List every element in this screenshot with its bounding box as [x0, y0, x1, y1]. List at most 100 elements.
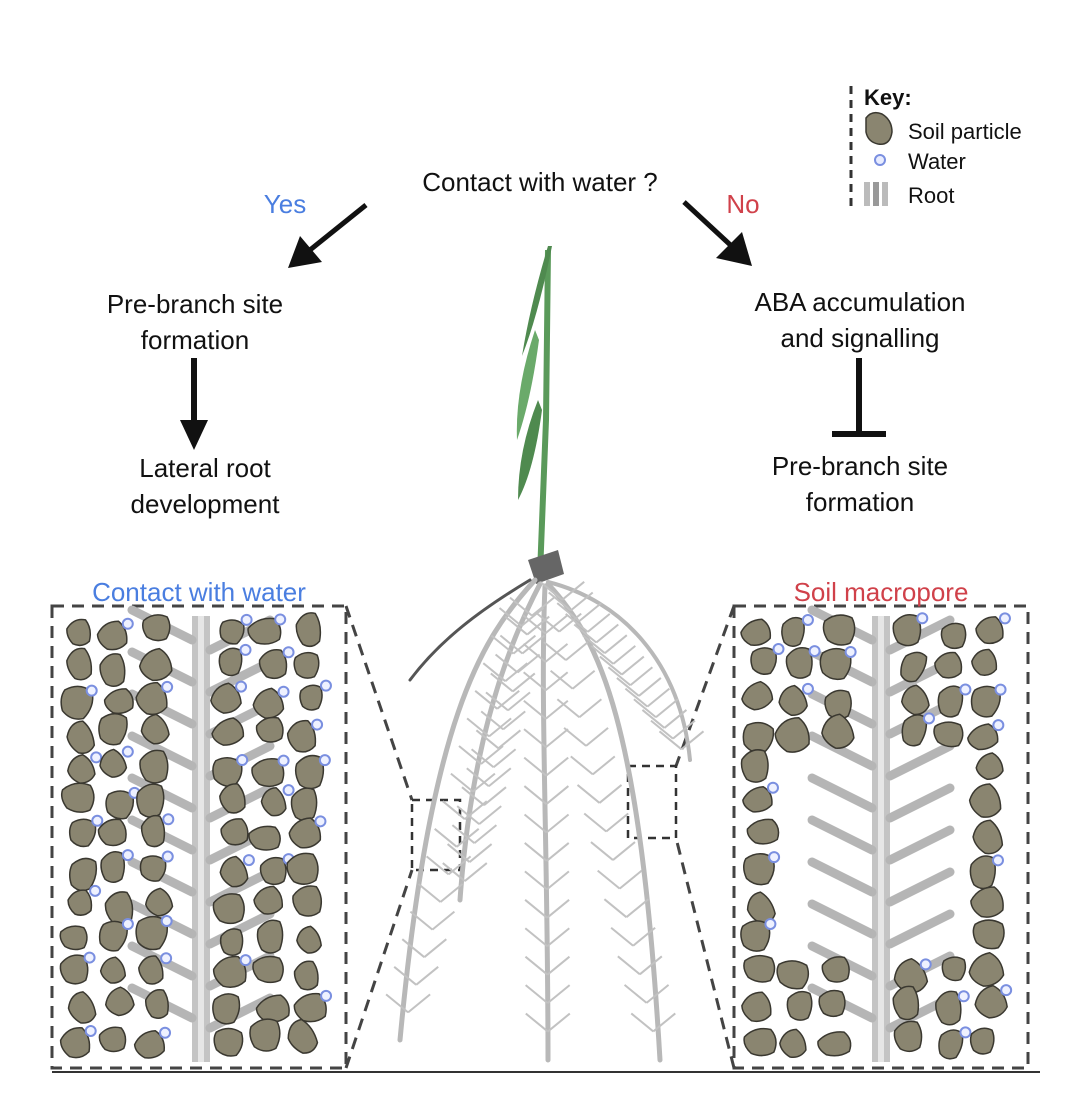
soil-particle	[139, 749, 169, 784]
root-hair	[393, 966, 417, 986]
root-hair	[543, 641, 567, 661]
water-droplet	[768, 851, 781, 864]
root-hair	[597, 869, 621, 890]
soil-particle	[933, 721, 964, 748]
soil-particle	[286, 719, 317, 753]
root-hair	[451, 824, 476, 844]
soil-particle	[255, 994, 290, 1023]
soil-particle	[218, 647, 243, 677]
root-hair	[547, 1012, 571, 1033]
root-hair	[478, 805, 502, 825]
root-hair	[466, 767, 490, 788]
root-hair	[623, 984, 648, 1004]
root-hair	[658, 730, 683, 751]
water-droplet	[235, 680, 248, 693]
soil-particle	[743, 954, 776, 983]
water-droplet	[314, 815, 327, 828]
root-hair	[415, 966, 439, 986]
soil-particle	[972, 819, 1004, 855]
soil-particle	[135, 681, 168, 716]
root-hair	[578, 602, 602, 622]
right-panel-soil-particles	[740, 612, 1013, 1060]
soil-particle	[252, 955, 284, 984]
soil-particle	[975, 616, 1004, 645]
left-step1: Pre-branch site formation	[60, 286, 330, 358]
right-zoom-box	[626, 764, 678, 840]
root-hair	[523, 813, 548, 834]
soil-particle	[941, 956, 967, 982]
root-hair	[612, 841, 636, 861]
right-step1-line2: and signalling	[780, 323, 940, 353]
soil-particle	[938, 1029, 964, 1060]
root-hair	[480, 710, 504, 731]
key-item-root: Root	[908, 183, 955, 208]
water-droplet	[318, 754, 331, 767]
soil-particle	[144, 989, 169, 1020]
soil-particle	[786, 990, 813, 1021]
water-droplet	[320, 989, 333, 1002]
root-hair	[561, 581, 585, 601]
water-droplet	[277, 685, 290, 698]
water-droplet	[162, 813, 175, 826]
soil-particle	[67, 754, 96, 784]
soil-particle	[286, 852, 319, 885]
soil-particle	[212, 993, 241, 1025]
soil-particle	[144, 887, 174, 917]
soil-particle	[288, 817, 322, 849]
root-hair	[546, 899, 570, 919]
root-hair	[409, 910, 434, 931]
root-hair	[442, 800, 466, 820]
water-droplet	[959, 683, 972, 696]
root-hair	[524, 842, 548, 862]
soil-particle	[248, 825, 281, 851]
soil-particle	[741, 680, 774, 711]
soil-particle	[104, 986, 135, 1017]
water-droplet	[83, 951, 96, 964]
root-hair	[578, 698, 602, 719]
water-droplet	[90, 751, 103, 764]
root-hair	[582, 634, 606, 654]
root-hair	[470, 748, 495, 769]
soil-particle	[140, 814, 166, 848]
root-hair	[524, 955, 549, 976]
root-hair	[550, 669, 574, 690]
soil-particle	[975, 752, 1004, 780]
left-step1-line2: formation	[140, 325, 250, 355]
soil-particle	[68, 818, 97, 848]
soil-particle	[937, 685, 964, 718]
root-hair	[466, 717, 490, 738]
root-hair	[547, 984, 571, 1004]
no-arrow	[682, 200, 752, 266]
soil-particle	[296, 925, 322, 954]
soil-particle	[212, 893, 245, 925]
soil-particle	[901, 714, 928, 747]
left-panel-root	[192, 616, 210, 1062]
water-droplet	[991, 854, 1004, 867]
water-droplet	[801, 682, 814, 695]
soil-particle	[785, 647, 813, 679]
soil-particle	[970, 685, 1001, 718]
root-hair	[587, 613, 611, 633]
soil-particle	[136, 783, 165, 818]
water-droplet	[239, 643, 252, 656]
root-hair	[619, 869, 643, 890]
water-droplet	[236, 753, 249, 766]
water-droplet	[808, 645, 821, 658]
soil-particle	[212, 955, 247, 988]
root-hair	[474, 690, 498, 710]
left-step2-line2: development	[130, 489, 280, 519]
right-panel-title: Soil macropore	[793, 577, 969, 607]
water-droplet	[764, 917, 777, 930]
right-step2-line1: Pre-branch site	[771, 451, 949, 481]
root-hair	[565, 613, 589, 633]
root-hair	[407, 993, 431, 1014]
root-hair	[646, 687, 671, 708]
root-hair	[558, 612, 582, 633]
root-hair	[545, 728, 569, 748]
root-hair	[464, 862, 488, 882]
left-zoom-box	[410, 798, 462, 872]
soil-particle	[60, 685, 94, 720]
root-hair	[497, 729, 522, 750]
root-hair	[496, 690, 520, 710]
root-hair	[545, 671, 569, 692]
